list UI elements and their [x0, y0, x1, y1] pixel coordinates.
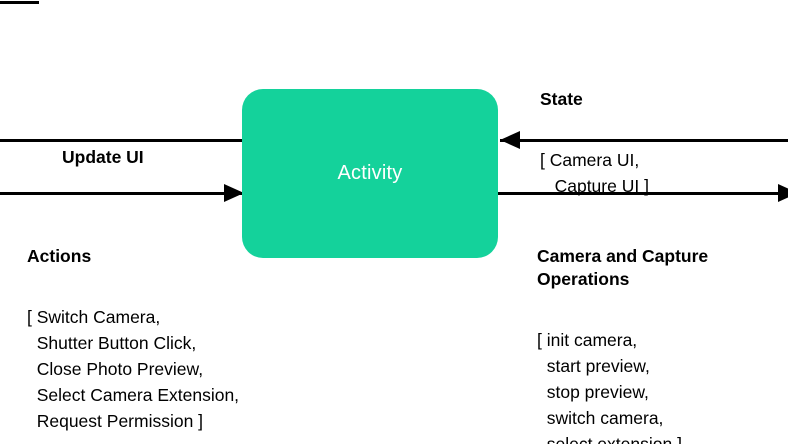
label-actions: Actions [ Switch Camera, Shutter Button … [27, 209, 239, 444]
edge-state [500, 139, 788, 142]
activity-node-label: Activity [337, 162, 403, 184]
label-state: State [ Camera UI, Capture UI ] [540, 52, 649, 235]
label-camera-operations: Camera and Capture Operations [ init cam… [537, 209, 708, 444]
activity-node[interactable]: Activity [242, 89, 498, 258]
label-camera-operations-items: [ init camera, start preview, stop previ… [537, 330, 682, 444]
label-update-ui: Update UI [62, 110, 144, 205]
label-camera-operations-heading: Camera and Capture Operations [537, 246, 709, 289]
label-actions-heading: Actions [27, 246, 92, 266]
arrowhead-camera-operations-icon [778, 184, 788, 202]
label-state-items: [ Camera UI, Capture UI ] [540, 150, 649, 196]
crop-mark [0, 1, 39, 4]
label-actions-items: [ Switch Camera, Shutter Button Click, C… [27, 307, 240, 431]
label-state-heading: State [540, 89, 583, 109]
edge-update-ui [0, 139, 250, 142]
edge-camera-operations [498, 192, 788, 195]
arrowhead-actions-icon [224, 184, 244, 202]
arrowhead-state-icon [500, 131, 520, 149]
label-update-ui-heading: Update UI [62, 147, 144, 167]
edge-actions [0, 192, 242, 195]
